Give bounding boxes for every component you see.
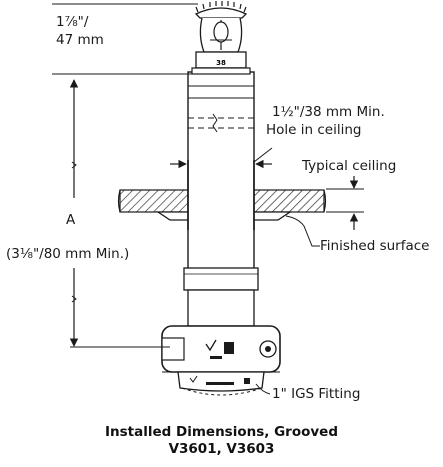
drop-pipe xyxy=(187,71,255,271)
label-dimension-a: A xyxy=(66,212,76,228)
label-top-dimension-line1: 1⅞"/ xyxy=(56,14,89,30)
igs-fitting-body xyxy=(161,325,281,373)
fitting-cup xyxy=(177,371,265,396)
caption-title: Installed Dimensions, Grooved xyxy=(105,424,338,440)
igs-fitting-leader xyxy=(255,383,271,395)
label-dimension-a-min: (3⅛"/80 mm Min.) xyxy=(6,246,130,262)
label-hole-line2: Hole in ceiling xyxy=(266,122,362,138)
ceiling-leader xyxy=(326,176,364,230)
label-top-dimension-line2: 47 mm xyxy=(56,32,104,48)
dimension-hole xyxy=(170,147,273,169)
caption-models: V3601, V3603 xyxy=(168,441,275,457)
pipe-collar xyxy=(183,267,259,327)
dimension-top xyxy=(52,3,198,75)
sprinkler-head xyxy=(191,1,251,75)
dimension-a xyxy=(69,79,170,348)
label-typical-ceiling: Typical ceiling xyxy=(302,158,397,174)
deflector-mark: 38 xyxy=(216,59,226,67)
ceiling-slab xyxy=(117,189,327,213)
label-hole-line1: 1½"/38 mm Min. xyxy=(272,104,385,120)
label-finished-surface: Finished surface xyxy=(320,238,430,254)
label-igs-fitting: 1" IGS Fitting xyxy=(272,386,361,402)
finished-surface-leader xyxy=(285,215,320,247)
